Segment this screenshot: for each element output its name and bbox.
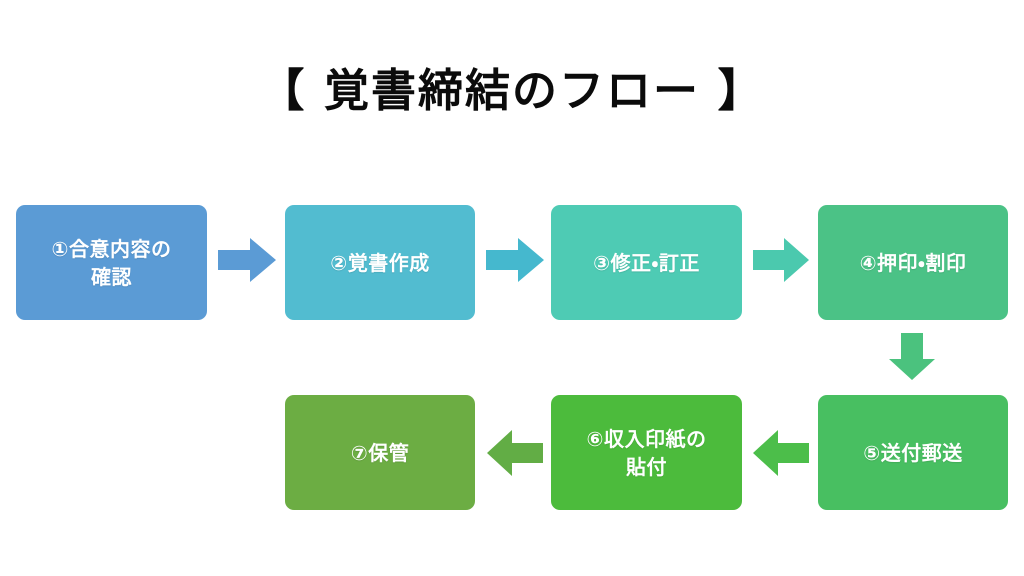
flow-step-4-label: ④押印・割印 xyxy=(859,250,967,275)
flow-step-2-label: ②覚書作成 xyxy=(330,250,430,275)
flow-step-6-label-line2: 貼付 xyxy=(626,454,667,479)
flow-step-1-label-line2: 確認 xyxy=(91,264,132,289)
arrow-right-step1-step2-icon xyxy=(218,238,276,282)
arrow-right-step2-step3-icon xyxy=(486,238,544,282)
flow-step-6-label-line1: ⑥収入印紙の xyxy=(586,426,707,451)
arrow-left-step6-step7-icon xyxy=(487,430,543,476)
flow-step-5[interactable]: ⑤送付郵送 xyxy=(818,395,1008,510)
flow-step-4[interactable]: ④押印・割印 xyxy=(818,205,1008,320)
arrow-right-step3-step4-icon xyxy=(753,238,809,282)
flow-step-3-label: ③修正・訂正 xyxy=(593,250,700,275)
flow-step-7-label: ⑦保管 xyxy=(350,440,410,465)
flow-step-2[interactable]: ②覚書作成 xyxy=(285,205,475,320)
flow-step-6[interactable]: ⑥収入印紙の貼付 xyxy=(551,395,742,510)
flow-step-6-label: ⑥収入印紙の貼付 xyxy=(559,425,734,481)
flow-step-3[interactable]: ③修正・訂正 xyxy=(551,205,742,320)
flow-step-1-label-line1: ①合意内容の xyxy=(51,236,172,261)
flow-step-1-label: ①合意内容の確認 xyxy=(24,235,199,291)
arrow-down-step4-step5-icon xyxy=(889,333,935,380)
page-title: 【 覚書締結のフロー 】 xyxy=(259,64,765,117)
flow-step-5-label: ⑤送付郵送 xyxy=(863,440,963,465)
flow-step-7[interactable]: ⑦保管 xyxy=(285,395,475,510)
flow-step-1[interactable]: ①合意内容の確認 xyxy=(16,205,207,320)
arrow-left-step5-step6-icon xyxy=(753,430,809,476)
